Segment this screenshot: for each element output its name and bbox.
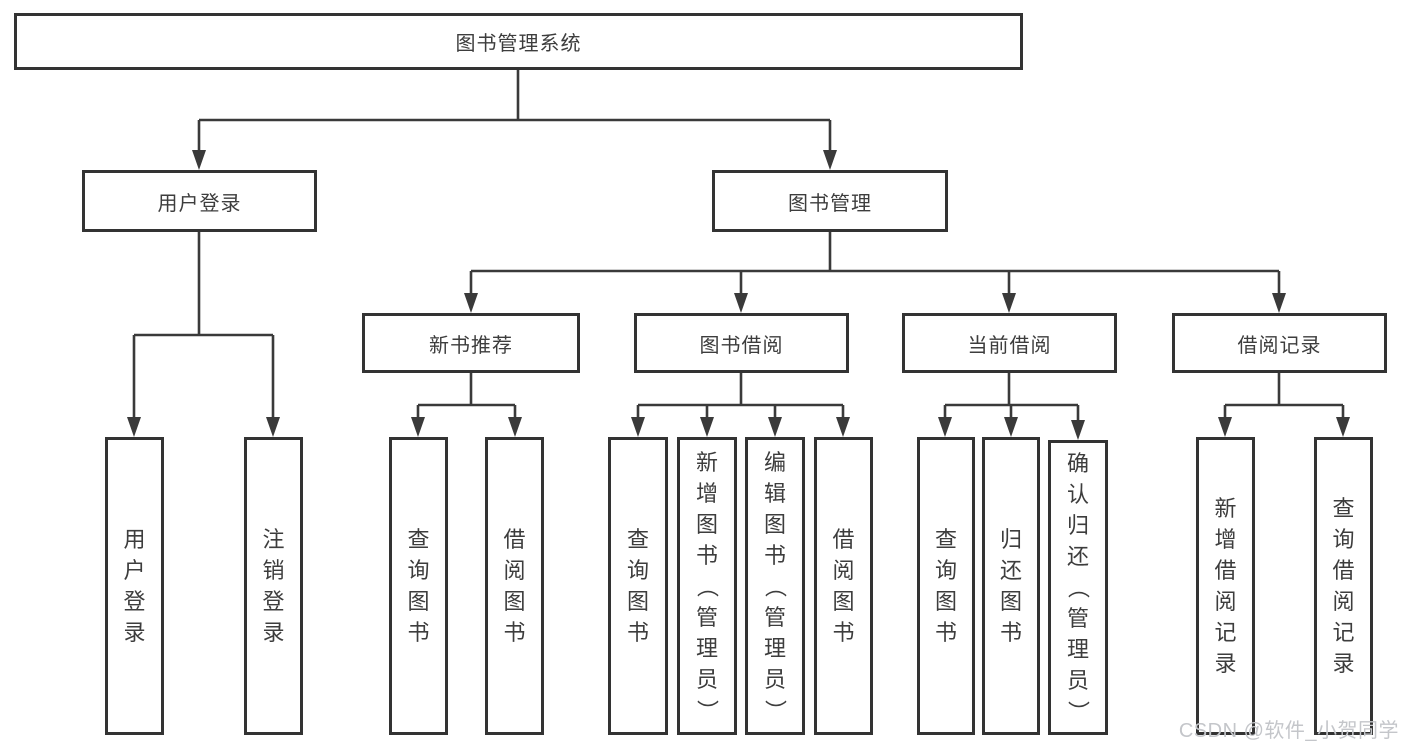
leaf-query-books-current: 查询图书	[917, 437, 975, 735]
node-book-management: 图书管理	[712, 170, 948, 232]
arrowhead	[1272, 293, 1286, 313]
arrowhead	[823, 150, 837, 170]
arrowhead	[1004, 417, 1018, 437]
leaf-logout: 注销登录	[244, 437, 303, 735]
node-book-borrowing: 图书借阅	[634, 313, 849, 373]
leaf-borrow-books: 借阅图书	[814, 437, 873, 735]
arrowhead	[127, 417, 141, 437]
node-user-login: 用户登录	[82, 170, 317, 232]
arrowhead	[836, 417, 850, 437]
connectors-records-children	[1218, 373, 1350, 437]
leaf-add-books-admin: 新增图书（管理员）	[677, 437, 737, 735]
arrowhead	[734, 293, 748, 313]
arrowhead	[192, 150, 206, 170]
connectors-login-children	[127, 232, 280, 437]
arrowhead	[768, 417, 782, 437]
node-library-management-system: 图书管理系统	[14, 13, 1023, 70]
leaf-query-borrow-record: 查询借阅记录	[1314, 437, 1373, 735]
connectors-current-children	[938, 373, 1085, 440]
connectors-borrow-children	[631, 373, 850, 437]
leaf-borrow-books-recommend: 借阅图书	[485, 437, 544, 735]
arrowhead	[411, 417, 425, 437]
watermark: CSDN @软件_小贺同学	[1178, 720, 1399, 742]
arrowhead	[508, 417, 522, 437]
arrowhead	[938, 417, 952, 437]
arrowhead	[1071, 420, 1085, 440]
leaf-query-books-borrow: 查询图书	[608, 437, 668, 735]
leaf-add-borrow-record: 新增借阅记录	[1196, 437, 1255, 735]
arrowhead	[1002, 293, 1016, 313]
leaf-edit-books-admin: 编辑图书（管理员）	[745, 437, 805, 735]
connectors-root-to-level2	[192, 70, 837, 170]
arrowhead	[1336, 417, 1350, 437]
arrowhead	[631, 417, 645, 437]
arrowhead	[266, 417, 280, 437]
connectors-management-sections	[464, 232, 1286, 313]
leaf-confirm-return-admin: 确认归还（管理员）	[1048, 440, 1108, 735]
connectors-recommend-children	[411, 373, 522, 437]
leaf-user-login: 用户登录	[105, 437, 164, 735]
leaf-return-books: 归还图书	[982, 437, 1040, 735]
arrowhead	[1218, 417, 1232, 437]
arrowhead	[700, 417, 714, 437]
node-current-borrowing: 当前借阅	[902, 313, 1117, 373]
node-new-book-recommendation: 新书推荐	[362, 313, 580, 373]
arrowhead	[464, 293, 478, 313]
node-borrowing-records: 借阅记录	[1172, 313, 1387, 373]
leaf-query-books-recommend: 查询图书	[389, 437, 448, 735]
